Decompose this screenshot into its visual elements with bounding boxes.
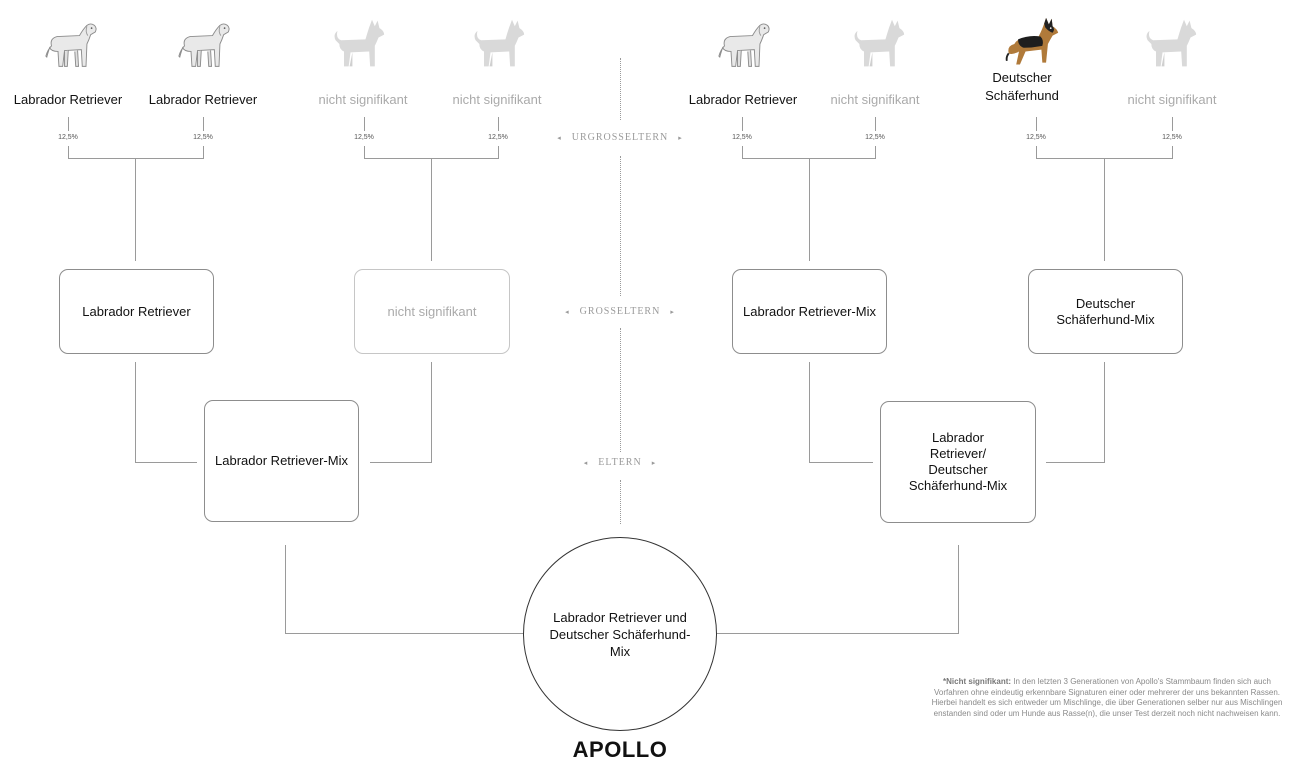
percent-label: 12,5%	[1026, 134, 1046, 141]
dog-name: APOLLO	[572, 737, 668, 762]
footnote-term: *Nicht signifikant:	[943, 677, 1012, 686]
generation-label-grandparents: ◂GROSSELTERN▸	[565, 306, 675, 317]
grandparent-name: Labrador Retriever-Mix	[743, 303, 876, 319]
grandparent-box: nicht signifikant	[354, 269, 510, 354]
great-grandparent-name: nicht signifikant	[830, 92, 920, 107]
great-grandparent-name: nicht signifikant	[452, 92, 542, 107]
grandparent-name: Deutscher Schäferhund-Mix	[1056, 295, 1155, 327]
footnote: *Nicht signifikant: In den letzten 3 Gen…	[928, 677, 1286, 719]
arrow-left-icon: ◂	[557, 134, 562, 142]
generation-label-great-grandparents: ◂URGROSSELTERN▸	[557, 132, 683, 143]
generic-dog-icon	[330, 16, 386, 72]
labrador-icon	[177, 16, 233, 72]
generation-label-parents: ◂ELTERN▸	[583, 457, 657, 468]
labrador-icon	[44, 16, 100, 72]
arrow-left-icon: ◂	[583, 459, 589, 467]
grandparent-box: Deutscher Schäferhund-Mix	[1028, 269, 1183, 354]
generic-dog-icon	[470, 16, 526, 72]
great-grandparent-name: nicht signifikant	[1127, 92, 1217, 107]
german-shepherd-icon	[1005, 16, 1061, 72]
percent-label: 12,5%	[865, 134, 885, 141]
arrow-right-icon: ▸	[670, 308, 675, 316]
labrador-icon	[717, 16, 773, 72]
root-breed: Labrador Retriever und Deutscher Schäfer…	[549, 609, 691, 659]
great-grandparent-name: Labrador Retriever	[148, 92, 258, 107]
parent-box: Labrador Retriever/ Deutscher Schäferhun…	[880, 401, 1036, 523]
parent-name: Labrador Retriever/ Deutscher Schäferhun…	[908, 430, 1008, 493]
grandparent-name: Labrador Retriever	[82, 303, 191, 319]
great-grandparent-name: Deutscher Schäferhund	[985, 70, 1059, 103]
percent-label: 12,5%	[488, 134, 508, 141]
grandparent-box: Labrador Retriever	[59, 269, 214, 354]
great-grandparent-name: nicht signifikant	[318, 92, 408, 107]
arrow-right-icon: ▸	[651, 459, 657, 467]
grandparent-name: nicht signifikant	[387, 303, 477, 319]
generic-dog-icon	[1142, 16, 1198, 72]
grandparent-box: Labrador Retriever-Mix	[732, 269, 887, 354]
footnote-text: In den letzten 3 Generationen von Apollo…	[931, 677, 1283, 718]
root-breed-circle: Labrador Retriever und Deutscher Schäfer…	[523, 537, 717, 731]
percent-label: 12,5%	[1162, 134, 1182, 141]
percent-label: 12,5%	[193, 134, 213, 141]
percent-label: 12,5%	[354, 134, 374, 141]
generic-dog-icon	[850, 16, 906, 72]
arrow-right-icon: ▸	[678, 134, 683, 142]
percent-label: 12,5%	[732, 134, 752, 141]
parent-name: Labrador Retriever-Mix	[215, 453, 348, 468]
great-grandparent-name: Labrador Retriever	[688, 92, 798, 107]
great-grandparent-name: Labrador Retriever	[13, 92, 123, 107]
parent-box: Labrador Retriever-Mix	[204, 400, 359, 522]
arrow-left-icon: ◂	[565, 308, 570, 316]
percent-label: 12,5%	[58, 134, 78, 141]
